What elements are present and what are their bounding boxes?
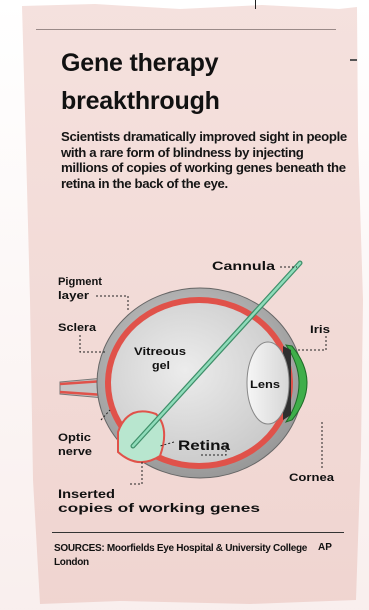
label-pigment: Pigment (58, 276, 102, 288)
bottom-rule (52, 532, 344, 533)
label-iris: Iris (310, 324, 330, 336)
label-lens: Lens (250, 379, 280, 391)
label-cannula: Cannula (212, 261, 276, 273)
label-copies: copies of working genes (58, 503, 260, 515)
label-layer: layer (58, 290, 90, 302)
label-inserted: Inserted (58, 489, 115, 501)
label-sclera: Sclera (58, 322, 97, 334)
label-optic: Optic (58, 432, 91, 444)
label-cornea: Cornea (289, 472, 335, 484)
label-gel: gel (152, 360, 170, 372)
sources-credit: SOURCES: Moorfields Eye Hospital & Unive… (54, 542, 309, 570)
label-nerve: nerve (58, 446, 92, 458)
label-retina: Retina (178, 437, 230, 453)
agency-credit: AP (318, 542, 332, 553)
label-vitreous: Vitreous (134, 346, 186, 358)
